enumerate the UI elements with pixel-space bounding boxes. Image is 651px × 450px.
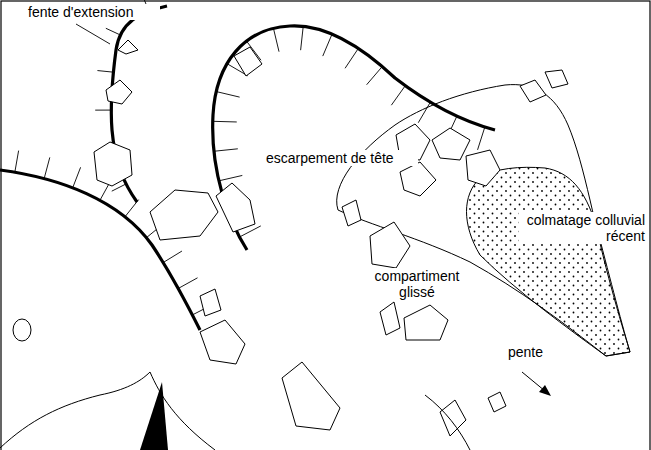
scarp-tick [345, 48, 358, 68]
block-label: compartiment glissé [360, 268, 474, 300]
blocks [13, 40, 568, 436]
scarp-tick [178, 278, 197, 289]
scarp-tick [213, 121, 237, 123]
scarp-tick [367, 67, 383, 85]
rock-block [200, 289, 221, 316]
rock-block [200, 320, 245, 364]
rock-block [106, 80, 132, 104]
rock-block [545, 70, 568, 88]
slope-label: pente [506, 344, 560, 360]
slope-arrowhead [539, 385, 551, 396]
rock-block [440, 400, 466, 436]
rock-block [370, 222, 410, 268]
scarp-label: escarpement de tête [264, 150, 418, 166]
rock-block [216, 183, 255, 232]
scarp-tick [73, 167, 81, 188]
scarp-tick [44, 157, 50, 178]
scarp-tick [219, 175, 242, 180]
slope-arrow [522, 372, 545, 391]
scarp-tick [214, 149, 238, 151]
scarp-tick [106, 28, 121, 35]
rock-block [234, 47, 262, 76]
scarp-tick [15, 151, 19, 173]
scarp-tick [273, 28, 279, 51]
rock-block [466, 150, 500, 186]
scarp-tick [301, 26, 304, 50]
scarp-tick [97, 71, 113, 73]
scarp-tick [323, 34, 332, 56]
scarp-tick [216, 92, 239, 98]
rock-block [380, 302, 400, 335]
relief-line [0, 372, 215, 450]
rock-block [118, 40, 138, 54]
rock-block [520, 80, 546, 102]
rock-block [400, 162, 436, 196]
leader-line [76, 24, 110, 44]
scarp-tick [418, 102, 430, 123]
colluvial-fill [467, 167, 631, 356]
black-wedge [140, 382, 168, 450]
rock-block [488, 392, 506, 412]
fill-label: colmatage colluvial récent [519, 212, 647, 244]
relief-line [425, 395, 470, 450]
rock-block [404, 305, 448, 340]
crack-label: fente d'extension [26, 4, 160, 20]
rock-block [282, 362, 340, 430]
rock-block [94, 142, 132, 186]
scarp-tick [391, 86, 405, 106]
rock-block [13, 319, 31, 341]
head-scarp [213, 26, 495, 250]
scarp-tick [95, 110, 111, 111]
rock-block [432, 128, 470, 160]
scarp-tick [163, 251, 182, 262]
rock-block [342, 200, 361, 226]
scarp-tick [478, 127, 485, 150]
rock-block [150, 190, 218, 240]
